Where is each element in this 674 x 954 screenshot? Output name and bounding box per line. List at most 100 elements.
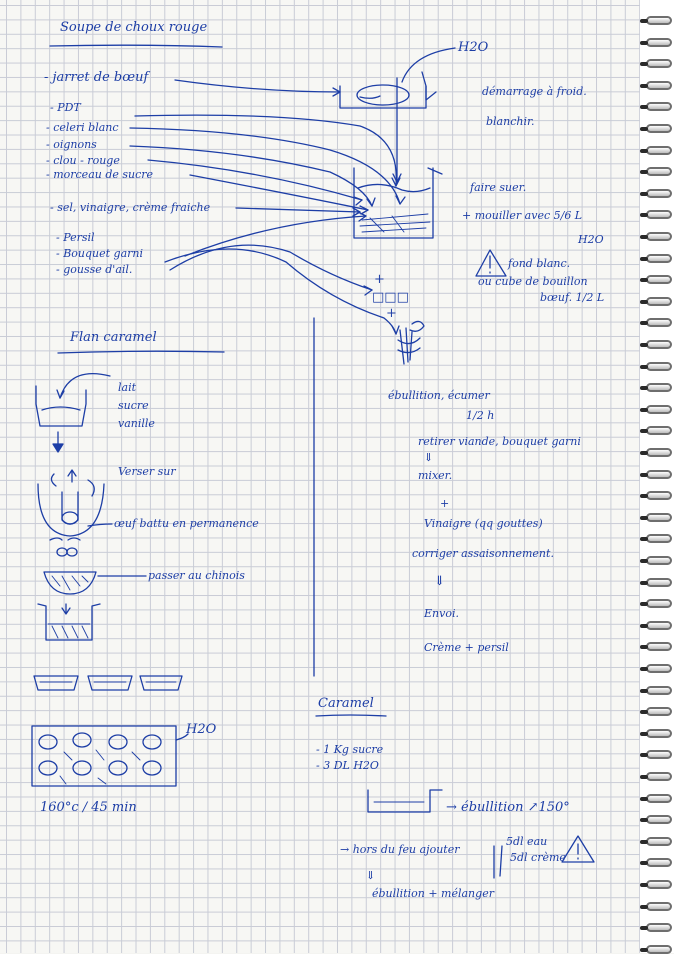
caramel-title: Caramel [318,696,374,711]
spiral-ring [640,880,672,889]
spiral-ring [640,16,672,25]
spiral-ring [640,944,672,954]
blanch-note-2: blanchir. [486,115,535,128]
ingredient-pdt: - PDT [50,101,81,114]
soup-pot-drawing [353,167,443,239]
spiral-ring [640,275,672,285]
flan-vanille: vanille [118,417,155,430]
flan-mold-drawing [37,603,101,641]
step-duration: 1/2 h [466,409,495,422]
spiral-ring [640,80,672,90]
ingredient-jarret: - jarret de bœuf [44,70,149,85]
diced-vegetables: □□□ [372,290,409,305]
spiral-binding [640,0,674,954]
spiral-ring [640,188,672,198]
spiral-ring [640,491,672,501]
soupe-title: Soupe de choux rouge [60,20,208,35]
step-vinaigre: Vinaigre (qq gouttes) [424,517,543,530]
step-ebullition: ébullition, écumer [388,389,490,402]
caramel-pan-drawing [367,789,443,813]
ingredient-sel: - sel, vinaigre, crème fraiche [50,201,211,214]
spiral-ring [640,296,672,306]
spiral-ring [640,383,672,393]
spiral-ring [640,361,672,371]
step-mixer: mixer. [418,469,453,482]
herb-bunch-drawing [397,320,425,365]
blanch-note-1: démarrage à froid. [482,85,587,98]
spiral-ring [640,448,672,457]
warning-note-2: ou cube de bouillon [478,275,588,288]
bain-marie-tray-drawing [31,725,189,787]
step-corriger: corriger assaisonnement. [412,547,554,560]
flan-oeuf: œuf battu en permanence [114,517,259,530]
ramekins-row-drawing [33,675,183,691]
caramel-ebullition: → ébullition ↗150° [446,800,570,815]
spiral-ring [640,512,672,522]
warning-triangle-icon-2 [475,249,507,277]
spiral-ring [640,404,672,414]
spiral-ring [640,620,672,630]
spiral-ring [640,37,672,47]
spiral-ring [640,253,672,263]
plus-sign-1: + [374,272,385,287]
spiral-ring [640,836,672,846]
spiral-ring [640,793,672,803]
blanching-pot-drawing [339,47,456,109]
spiral-ring [640,59,672,69]
caramel-eau: - 3 DL H2O [316,759,379,772]
flan-title: Flan caramel [70,330,157,345]
spiral-ring [640,707,672,717]
mouiller-h2o: H2O [578,233,604,246]
spiral-ring [640,210,672,220]
milk-pot-drawing [35,372,111,453]
spiral-ring [640,534,672,544]
spiral-ring [640,728,672,738]
soupe-water-label: H2O [458,40,489,55]
notebook-page: Soupe de choux rouge - jarret de bœuf - … [0,0,640,953]
ingredient-arrows [129,77,406,335]
step-arrow-2: ⇓ [434,574,445,589]
spiral-ring [640,772,672,781]
flan-sucre: sucre [118,399,149,412]
caramel-title-underline [315,714,387,717]
spiral-ring [640,901,672,911]
ingredient-ail: - gousse d'ail. [56,263,133,276]
warning-note-1: fond blanc. [508,257,571,270]
spiral-ring [640,426,672,436]
caramel-add-creme: 5dl crème [510,851,566,864]
spiral-ring [640,318,672,328]
ingredient-sucre: - morceau de sucre [46,168,154,181]
warning-note-3: bœuf. 1/2 L [540,291,605,304]
ingredient-clou: - clou - rouge [46,154,120,167]
caramel-add-eau: 5dl eau [506,835,548,848]
spiral-ring [640,556,672,565]
flan-title-underline [57,350,225,354]
egg-bowl-drawing [37,469,113,557]
spiral-ring [640,232,672,241]
chinois-drawing [43,571,147,615]
suer-note: faire suer. [470,181,527,194]
spiral-ring [640,685,672,695]
ingredient-oignons: - oignons [46,138,97,151]
caramel-sucre: - 1 Kg sucre [316,743,384,756]
step-plus: + [440,497,450,510]
spiral-ring [640,599,672,609]
caramel-hors-feu: → hors du feu ajouter [340,843,460,856]
step-retirer: retirer viande, bouquet garni [418,435,581,448]
spiral-ring [640,815,672,825]
spiral-ring [640,167,672,177]
soupe-title-underline [49,44,223,48]
flan-oven: 160°c / 45 min [40,800,137,815]
ingredient-persil: - Persil [56,231,95,244]
step-arrow-1: ⇓ [424,451,434,464]
handwritten-sketches [31,44,595,879]
step-envoi: Envoi. [424,607,459,620]
ingredient-celeri: - celeri blanc [46,121,119,134]
flan-water: H2O [186,722,217,737]
spiral-ring [640,124,672,133]
step-creme: Crème + persil [424,641,509,654]
spiral-ring [640,923,672,933]
spiral-ring [640,577,672,587]
flan-chinois: passer au chinois [148,569,245,582]
mouiller-note: + mouiller avec 5/6 L [462,209,583,222]
